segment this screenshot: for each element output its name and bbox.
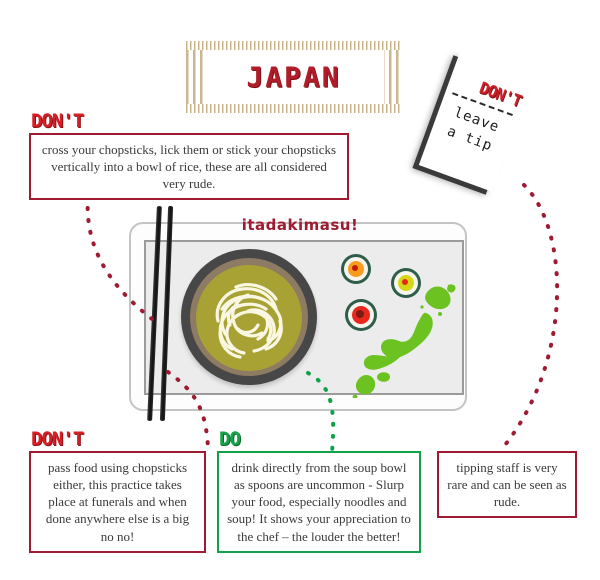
label-dont-pass-food: DON'T: [31, 428, 84, 450]
page-title: JAPAN: [246, 60, 341, 94]
noodle-bowl-icon: [181, 249, 317, 385]
sushi-core: [402, 279, 408, 285]
japan-map-icon: [352, 284, 456, 398]
sushi-core: [356, 310, 364, 318]
noodles-icon: [215, 283, 283, 359]
bowl-broth: [196, 265, 302, 371]
sushi-roll-icon: [391, 268, 421, 298]
tip-card: DON'T leave a tip: [418, 52, 534, 192]
connector-tipping: [503, 183, 560, 447]
title-banner: JAPAN: [186, 41, 401, 113]
label-do-slurp-soup: DO: [219, 428, 241, 450]
sushi-core: [352, 265, 358, 271]
tip-card-body: leave a tip: [433, 99, 513, 161]
sushi-roll-icon: [345, 299, 377, 331]
tip-box-pass-food: pass food using chopsticks either, this …: [29, 451, 206, 553]
tip-box-slurp-soup: drink directly from the soup bowl as spo…: [217, 451, 421, 553]
tip-box-tipping: tipping staff is very rare and can be se…: [437, 451, 577, 519]
label-dont-chopstick-rude: DON'T: [31, 110, 84, 132]
title-banner-interior: [203, 50, 384, 104]
sushi-roll-icon: [341, 254, 371, 284]
tip-box-chopstick-rude: cross your chopsticks, lick them or stic…: [29, 133, 349, 201]
greeting-text: itadakimasu!: [241, 216, 359, 234]
